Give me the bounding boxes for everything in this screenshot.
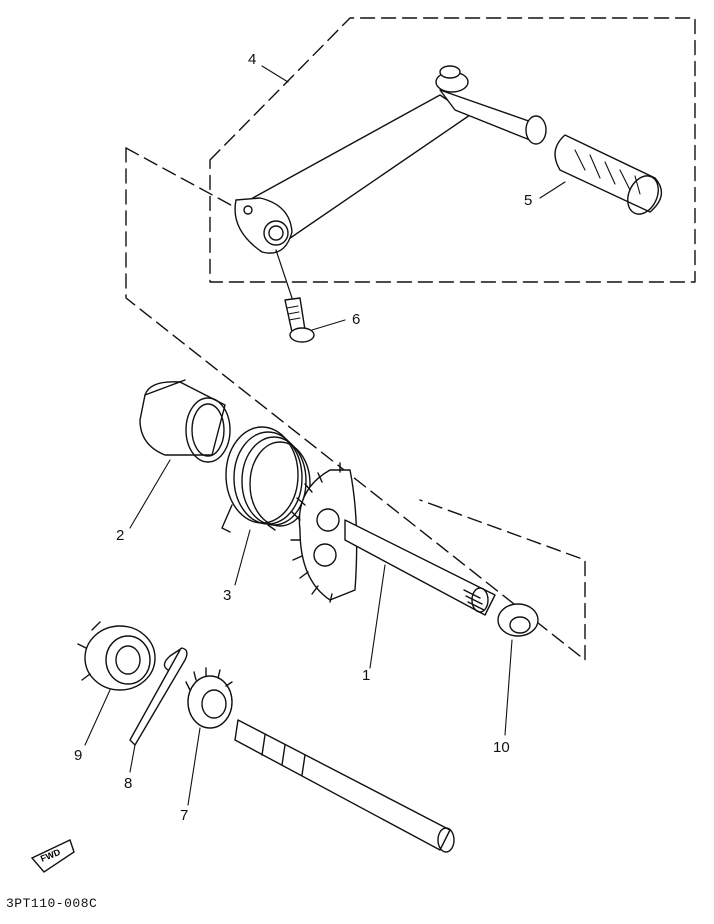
main-axle — [234, 719, 455, 853]
callout-4: 4 — [248, 51, 257, 68]
shaft-group-box — [125, 147, 586, 661]
callout-9: 9 — [74, 747, 83, 764]
kick-grip — [554, 134, 663, 215]
torsion-spring — [221, 426, 311, 533]
callout-5: 5 — [524, 192, 533, 209]
ratchet-wheel — [77, 621, 156, 691]
kick-crank — [234, 65, 547, 254]
kick-crank-group-box — [209, 17, 696, 283]
drawing-code: 3PT110-008C — [6, 896, 98, 911]
callout-3: 3 — [223, 587, 232, 604]
forward-arrow-icon: FWD — [30, 839, 75, 873]
callout-6: 6 — [352, 311, 361, 328]
spring-guide-collar — [139, 379, 231, 463]
kick-shaft — [290, 462, 496, 616]
retaining-clip — [129, 647, 188, 746]
shaft-washer — [497, 603, 539, 637]
callout-10: 10 — [493, 739, 510, 756]
callout-2: 2 — [116, 527, 125, 544]
crank-bolt — [284, 297, 315, 343]
callout-1: 1 — [362, 667, 371, 684]
callout-7: 7 — [180, 807, 189, 824]
callout-8: 8 — [124, 775, 133, 792]
idle-gear — [185, 667, 233, 729]
shaft-group-box-top — [125, 147, 241, 211]
